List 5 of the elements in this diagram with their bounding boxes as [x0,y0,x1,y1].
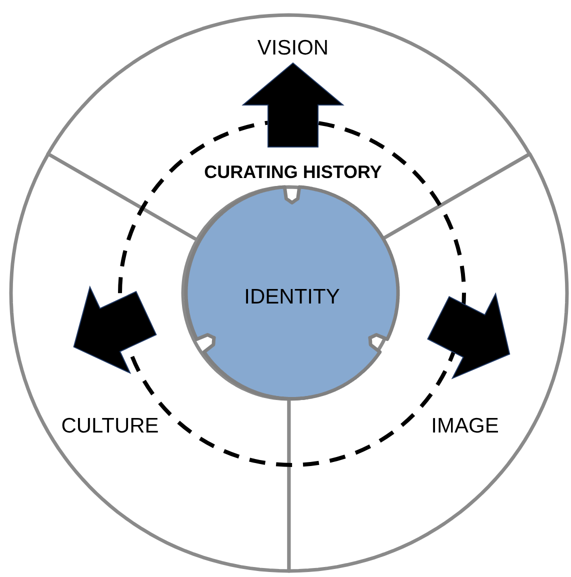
segment-label: IMAGE [431,416,499,436]
segment-label: IDENTITY [244,286,340,308]
ring-label: CURATING HISTORY [204,163,382,181]
segment-label: CULTURE [61,416,159,436]
segment-label: VISION [257,38,329,58]
